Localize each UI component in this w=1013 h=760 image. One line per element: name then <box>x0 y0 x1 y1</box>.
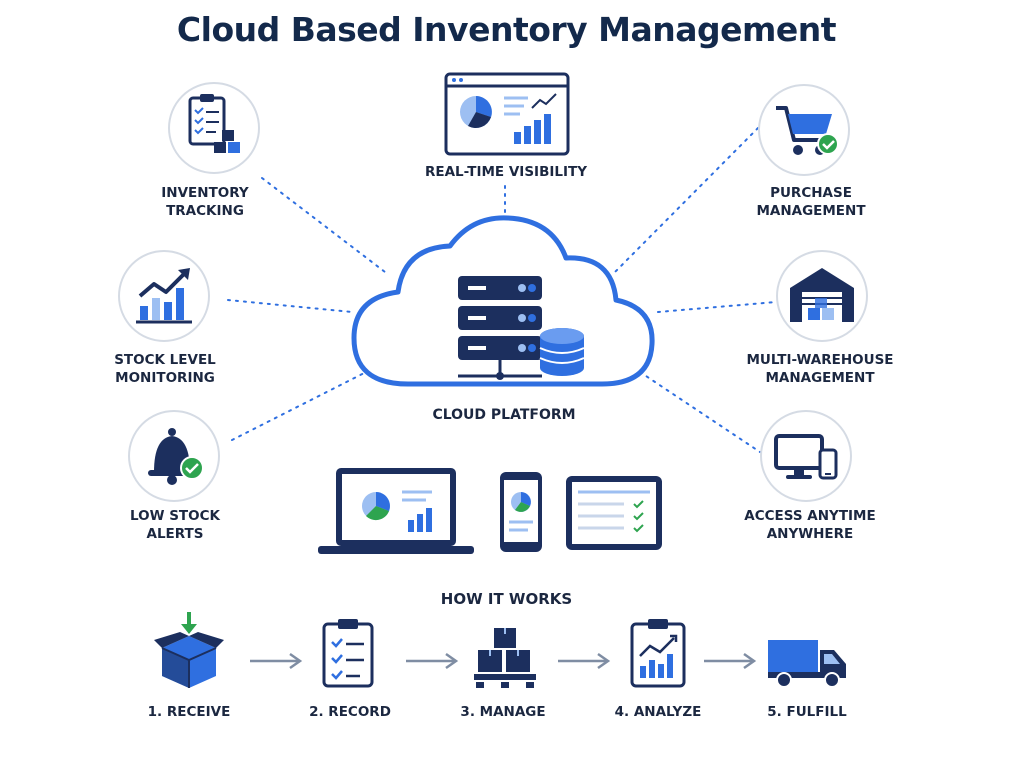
bell-alert-icon <box>148 428 204 485</box>
access-anywhere-line1: ACCESS ANYTIME <box>744 508 876 524</box>
page-title: Cloud Based Inventory Management <box>176 10 837 49</box>
connector-low-stock <box>231 365 379 441</box>
inventory-tracking-line2: TRACKING <box>166 203 244 219</box>
cloud-server-icon <box>351 215 655 387</box>
step-analyze-icon <box>628 616 688 690</box>
laptop-dashboard-icon <box>318 468 474 554</box>
how-it-works-title: HOW IT WORKS <box>440 590 573 608</box>
low-stock-label: LOW STOCK ALERTS <box>100 507 250 543</box>
arrow-right-icon <box>558 652 611 670</box>
connector-multi-warehouse <box>657 301 777 313</box>
arrow-right-icon <box>250 652 303 670</box>
connector-stock-level <box>227 299 353 313</box>
step-record-icon <box>320 616 376 690</box>
cloud-platform-label: CLOUD PLATFORM <box>432 407 576 423</box>
step-manage-label: 3. MANAGE <box>460 704 546 720</box>
access-anywhere-circle <box>760 410 852 502</box>
inventory-tracking-label: INVENTORY TRACKING <box>130 184 280 220</box>
connector-access-anywhere <box>639 371 761 453</box>
growth-chart-icon <box>136 268 192 324</box>
real-time-visibility-line1: REAL-TIME VISIBILITY <box>424 164 587 180</box>
multi-warehouse-circle <box>776 250 868 342</box>
stock-level-line2: MONITORING <box>115 370 215 386</box>
connector-purchase-management <box>614 127 759 273</box>
real-time-visibility-screen <box>444 72 570 156</box>
low-stock-circle <box>128 410 220 502</box>
stock-level-line1: STOCK LEVEL <box>114 352 216 368</box>
inventory-tracking-line1: INVENTORY <box>161 185 249 201</box>
step-receive-icon <box>154 610 224 690</box>
clipboard-chart-icon <box>630 619 686 688</box>
stock-level-circle <box>118 250 210 342</box>
cloud-platform <box>348 212 660 400</box>
low-stock-line2: ALERTS <box>146 526 204 542</box>
purchase-management-line1: PURCHASE <box>770 185 852 201</box>
monitor-phone-icon <box>774 434 838 480</box>
dashboard-monitor-icon <box>444 72 570 156</box>
laptop-device <box>316 466 476 558</box>
shopping-cart-icon <box>776 106 839 155</box>
box-receive-icon <box>154 612 224 688</box>
step-record-label: 2. RECORD <box>309 704 391 720</box>
real-time-visibility-label: REAL-TIME VISIBILITY <box>396 163 616 181</box>
low-stock-line1: LOW STOCK <box>130 508 220 524</box>
delivery-truck-icon <box>768 640 846 688</box>
step-fulfill-icon <box>766 634 848 690</box>
purchase-management-label: PURCHASE MANAGEMENT <box>726 184 896 220</box>
access-anywhere-line2: ANYWHERE <box>766 526 854 542</box>
arrow-right-icon <box>704 652 757 670</box>
purchase-management-line2: MANAGEMENT <box>756 203 866 219</box>
clipboard-boxes-icon <box>188 94 240 153</box>
step-receive-label: 1. RECEIVE <box>147 704 231 720</box>
step-fulfill-label: 5. FULFILL <box>767 704 847 720</box>
multi-warehouse-line1: MULTI-WAREHOUSE <box>746 352 894 368</box>
warehouse-icon <box>790 268 854 322</box>
stock-level-label: STOCK LEVEL MONITORING <box>90 351 240 387</box>
inventory-tracking-circle <box>168 82 260 174</box>
step-analyze-label: 4. ANALYZE <box>614 704 702 720</box>
multi-warehouse-line2: MANAGEMENT <box>765 370 875 386</box>
clipboard-checklist-icon <box>322 619 374 688</box>
step-manage-icon <box>470 624 540 690</box>
tablet-table-icon <box>566 476 662 550</box>
multi-warehouse-label: MULTI-WAREHOUSE MANAGEMENT <box>730 351 910 387</box>
purchase-management-circle <box>758 84 850 176</box>
phone-device <box>498 470 544 554</box>
connector-inventory-tracking <box>261 177 386 273</box>
phone-dashboard-icon <box>500 472 542 552</box>
tablet-device <box>564 474 664 552</box>
arrow-right-icon <box>406 652 459 670</box>
pallet-boxes-icon <box>474 628 536 688</box>
access-anywhere-label: ACCESS ANYTIME ANYWHERE <box>720 507 900 543</box>
